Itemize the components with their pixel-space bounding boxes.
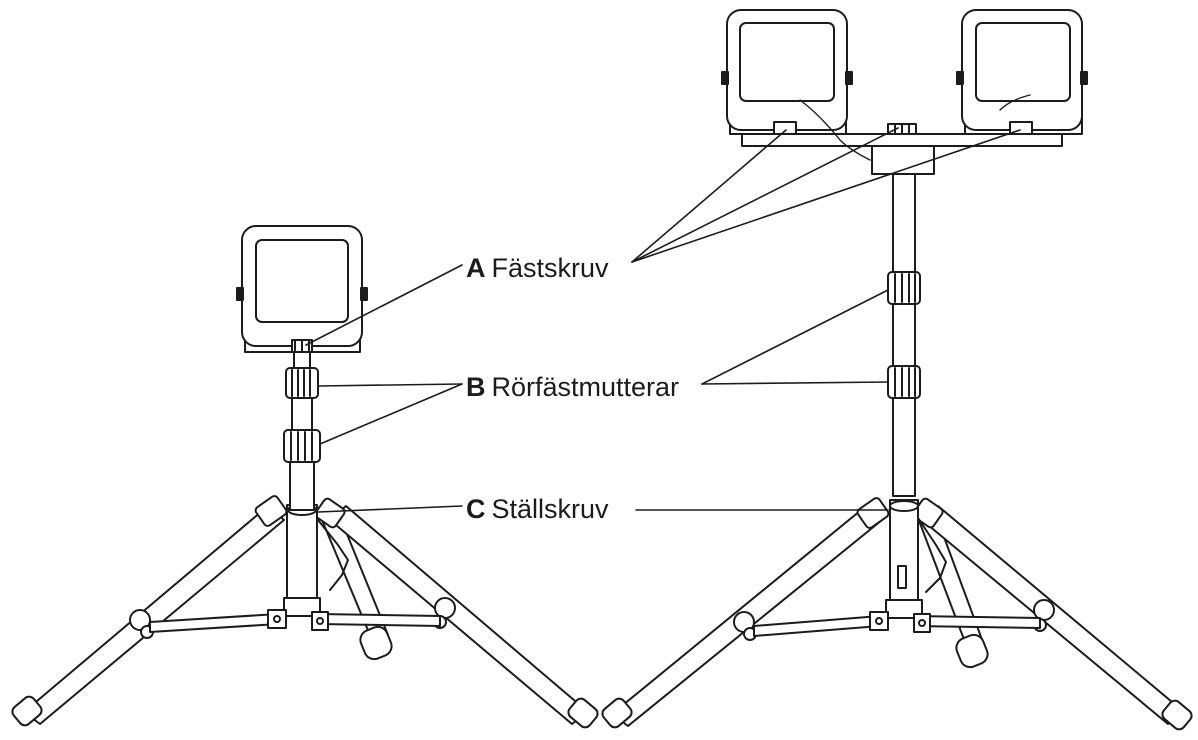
double-floodlight-right — [956, 9, 1088, 135]
double-nut-lower — [887, 365, 921, 399]
callout-a-letter: A — [466, 253, 486, 283]
single-nut-upper — [285, 367, 319, 399]
double-nut-upper — [887, 271, 921, 305]
callout-c-letter: C — [466, 494, 486, 524]
callout-a-text: Fästskruv — [491, 253, 609, 283]
single-nut-lower — [283, 429, 321, 463]
callout-b-letter: B — [466, 372, 486, 402]
single-back-leg — [321, 511, 393, 661]
double-floodlight-left — [721, 9, 871, 161]
leader-lines — [305, 127, 1021, 513]
callout-c-text: Ställskruv — [491, 494, 609, 524]
single-light-stand — [11, 225, 599, 729]
double-light-stand — [601, 9, 1193, 731]
single-floodlight — [236, 225, 368, 353]
callout-b-text: Rörfästmutterar — [491, 372, 680, 402]
